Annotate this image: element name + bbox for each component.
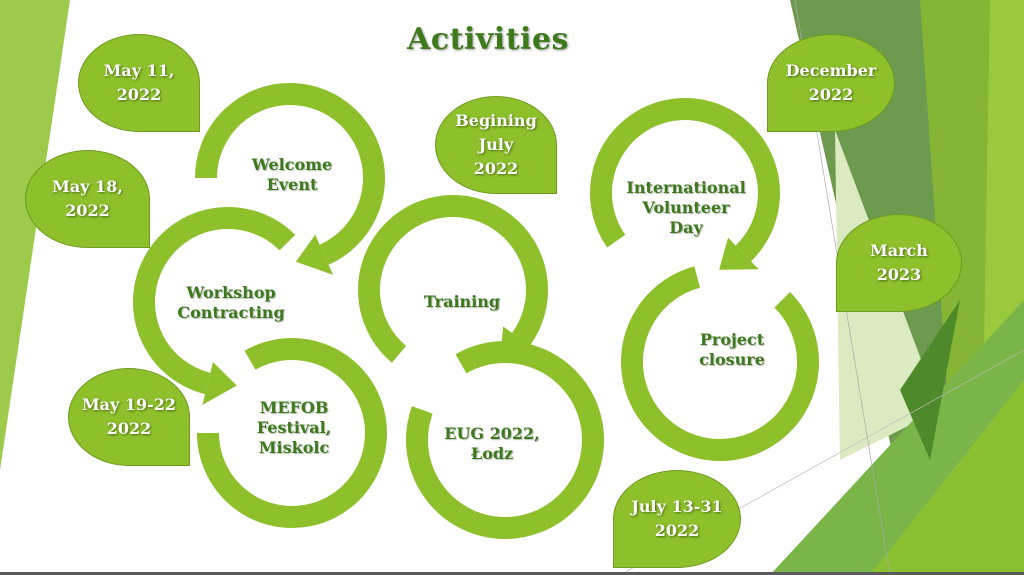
date-bubble: March 2023 — [836, 214, 962, 312]
activity-label: EUG 2022,Łodz — [444, 424, 539, 464]
activity-label-line: Training — [423, 292, 501, 311]
activity-label-line: Welcome — [251, 155, 333, 174]
cycle-arc — [195, 83, 385, 265]
activity-label-line: Day — [669, 218, 703, 237]
cycle-arc — [358, 195, 548, 363]
slide-title: Activities — [407, 22, 569, 57]
cycle-arc — [590, 98, 780, 262]
activity-label-line: Miskolc — [258, 438, 330, 457]
arrow-head-icon — [202, 362, 237, 405]
cycle-arc — [621, 266, 819, 461]
dark-shard — [900, 300, 960, 460]
arrow-head-icon — [719, 237, 759, 270]
date-line: May 11, — [103, 61, 175, 80]
activity-label-line: closure — [699, 350, 765, 369]
activity-label-line: International — [626, 178, 746, 197]
arrow-head-icon — [295, 234, 334, 275]
date-line: May 18, — [52, 177, 123, 196]
activity-label-line: Workshop — [186, 283, 276, 302]
date-line: May 19-22 — [81, 395, 177, 414]
date-line: July 13-31 — [631, 497, 723, 516]
cycle-arc — [406, 341, 604, 539]
activity-label-line: EUG 2022, — [444, 424, 540, 443]
activity-label-line: Volunteer — [642, 198, 730, 217]
date-line: Begining — [455, 111, 537, 130]
date-line: 2022 — [116, 85, 162, 104]
date-bubble: May 19-22 2022 — [68, 368, 190, 466]
date-line: 2022 — [654, 521, 700, 540]
date-line: July — [478, 135, 514, 154]
date-line: 2022 — [65, 201, 110, 220]
activity-label: Training — [424, 292, 500, 312]
bottom-bar — [0, 572, 1024, 575]
date-line: December — [785, 61, 877, 80]
date-bubble: May 18, 2022 — [25, 150, 150, 248]
activity-label-line: Łodz — [470, 444, 514, 463]
cycle-arc — [197, 338, 387, 528]
date-bubble: December 2022 — [767, 34, 895, 132]
activity-label-line: Contracting — [177, 303, 285, 322]
activity-label-line: Event — [266, 175, 318, 194]
date-line: 2022 — [106, 419, 152, 438]
cycle-arc — [133, 207, 296, 395]
date-line: 2022 — [808, 85, 854, 104]
activity-label-line: MEFOB — [259, 398, 329, 417]
date-line: 2022 — [473, 159, 519, 178]
date-bubble: May 11, 2022 — [78, 34, 200, 132]
date-line: March — [870, 241, 928, 260]
lower-triangle-bright — [870, 380, 1024, 575]
date-bubble: July 13-31 2022 — [613, 470, 741, 568]
activity-label-line: Festival, — [256, 418, 332, 437]
left-accent-stripe — [0, 0, 70, 470]
activity-label-line: Project — [699, 330, 765, 349]
date-line: 2023 — [876, 265, 922, 284]
